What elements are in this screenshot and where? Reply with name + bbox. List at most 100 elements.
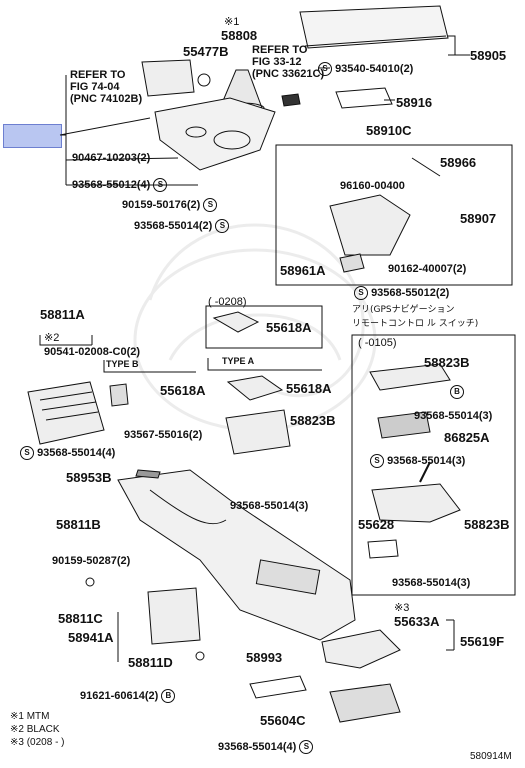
screw-s-icon: S	[299, 740, 314, 754]
part-upper-panel	[154, 97, 276, 171]
part-label-91621-60614[interactable]: 91621-60614(2) B	[80, 689, 176, 703]
part-55604C	[329, 683, 401, 723]
part-55619F	[321, 629, 401, 669]
part-label-93567-55016[interactable]: 93567-55016(2)	[124, 429, 203, 441]
part-label-90159-50287[interactable]: 90159-50287(2)	[52, 555, 131, 567]
type-a-label: TYPE A	[222, 356, 255, 366]
part-label-93568-55014-2a[interactable]: 93568-55014(2) S	[134, 219, 230, 233]
part-label-58953B[interactable]: 58953B	[66, 470, 112, 485]
part-label-86825A[interactable]: 86825A	[444, 430, 490, 445]
screw-s-icon: S	[354, 286, 368, 300]
part-58811B-console	[117, 469, 356, 641]
note-1: ※1 MTM	[10, 711, 50, 722]
refer-fig33-line3: (PNC 33621C)	[252, 68, 325, 80]
part-label-55618A-1[interactable]: 55618A	[266, 320, 312, 335]
part-label-93540-54010[interactable]: S 93540-54010(2)	[318, 62, 413, 76]
screw-s-icon: S	[20, 446, 34, 460]
part-58966-rod	[411, 157, 441, 177]
part-number-text: 93568-55014(3)	[387, 454, 466, 467]
refer-fig33-line2: FIG 33-12	[252, 56, 302, 68]
range-label-0105: ( -0105)	[358, 337, 397, 349]
part-58993-bracket	[249, 675, 307, 699]
bolt-b-icon: B	[161, 689, 176, 703]
mark-3: ※3	[394, 602, 410, 614]
screw-s-icon: S	[370, 454, 384, 468]
part-number-text: 93568-55012(2)	[371, 286, 450, 299]
screw-s-icon: S	[153, 178, 168, 192]
part-label-93568-55014-3b[interactable]: S 93568-55014(3)	[370, 454, 465, 468]
group-box-0105	[351, 334, 516, 596]
part-label-58823B-2[interactable]: 58823B	[290, 413, 336, 428]
part-58811A	[27, 381, 105, 445]
part-label-58811A[interactable]: 58811A	[40, 307, 85, 322]
part-label-58916[interactable]: 58916	[396, 95, 433, 110]
part-58910C-box	[329, 194, 411, 256]
part-label-55477B[interactable]: 55477B	[183, 44, 229, 59]
part-number-text: 93540-54010(2)	[335, 62, 414, 75]
screw-s-icon: S	[318, 62, 332, 76]
part-label-58811C[interactable]: 58811C	[58, 611, 103, 626]
gps-note-line2: リモートコントロ ル スイッチ)	[352, 319, 479, 329]
part-label-58823B-1[interactable]: 58823B	[424, 355, 470, 370]
part-label-90159-50176[interactable]: 90159-50176(2) S	[122, 198, 218, 212]
selected-part-highlight[interactable]	[3, 124, 62, 148]
part-label-58966[interactable]: 58966	[440, 155, 477, 170]
part-label-93568-55012-2[interactable]: S 93568-55012(2)	[354, 286, 449, 300]
part-number-text: 93568-55014(4)	[218, 740, 297, 753]
note-2: ※2 BLACK	[10, 724, 60, 735]
part-label-93568-55014-3c[interactable]: 93568-55014(3)	[230, 500, 309, 512]
part-label-90541-02008[interactable]: 90541-02008-C0(2)	[44, 346, 141, 358]
refer-fig33-line1: REFER TO	[252, 44, 308, 56]
part-label-58941A[interactable]: 58941A	[68, 630, 114, 645]
part-label-93568-55014-3d[interactable]: 93568-55014(3)	[392, 577, 471, 589]
part-label-96160-00400[interactable]: 96160-00400	[340, 180, 405, 192]
refer-fig74-line3: (PNC 74102B)	[70, 93, 143, 105]
circle-b-1: B	[450, 385, 464, 399]
part-label-93568-55012-4[interactable]: 93568-55012(4) S	[72, 178, 168, 192]
part-label-93568-55014-4b[interactable]: 93568-55014(4) S	[218, 740, 314, 754]
part-label-55618A-2[interactable]: 55618A	[160, 383, 206, 398]
part-label-58823B-3[interactable]: 58823B	[464, 517, 510, 532]
gps-note-line1: アリ(GPSナビゲーション	[352, 305, 455, 315]
bolt-b-icon: B	[450, 385, 464, 399]
range-label-0208: ( -0208)	[208, 296, 247, 308]
part-58961A	[339, 253, 365, 273]
part-label-90467-10203[interactable]: 90467-10203(2)	[72, 152, 151, 164]
part-label-58961A[interactable]: 58961A	[280, 263, 326, 278]
group-type-b	[103, 360, 196, 373]
part-55477B-clip	[197, 73, 211, 87]
part-label-55633A[interactable]: 55633A	[394, 614, 440, 629]
part-number-text: 91621-60614(2)	[80, 689, 159, 702]
part-label-55619F[interactable]: 55619F	[460, 634, 505, 649]
part-label-55618A-3[interactable]: 55618A	[286, 381, 332, 396]
part-label-58811D[interactable]: 58811D	[128, 655, 173, 670]
part-label-93568-55014-3a[interactable]: 93568-55014(3)	[414, 410, 493, 422]
part-86825A-switch	[377, 411, 431, 439]
part-58916-pad	[335, 87, 393, 109]
part-label-58905[interactable]: 58905	[470, 48, 507, 63]
note-3: ※3 (0208 - )	[10, 737, 65, 748]
part-label-58993[interactable]: 58993	[246, 650, 283, 665]
part-58941A	[147, 587, 201, 645]
part-label-55604C[interactable]: 55604C	[260, 713, 306, 728]
part-label-58910C[interactable]: 58910C	[366, 123, 412, 138]
part-ashtray	[141, 59, 195, 97]
part-label-93568-55014-4a[interactable]: S 93568-55014(4)	[20, 446, 115, 460]
mark-2: ※2	[44, 332, 60, 344]
part-label-58907[interactable]: 58907	[460, 211, 497, 226]
group-box-0208	[205, 305, 323, 349]
part-58823B-box	[225, 409, 291, 455]
screw-s-icon: S	[203, 198, 218, 212]
part-number-text: 93568-55012(4)	[72, 178, 151, 191]
refer-fig74-line1: REFER TO	[70, 69, 126, 81]
part-58905-armrest-lid	[299, 5, 449, 49]
part-label-90162-40007[interactable]: 90162-40007(2)	[388, 263, 467, 275]
part-label-55628[interactable]: 55628	[358, 517, 395, 532]
group-box-58910C	[275, 144, 513, 286]
part-number-text: 93568-55014(4)	[37, 446, 116, 459]
part-label-58808[interactable]: 58808	[221, 28, 258, 43]
part-label-58811B[interactable]: 58811B	[56, 517, 101, 532]
part-number-text: 93568-55014(2)	[134, 219, 213, 232]
type-b-label: TYPE B	[106, 359, 139, 369]
